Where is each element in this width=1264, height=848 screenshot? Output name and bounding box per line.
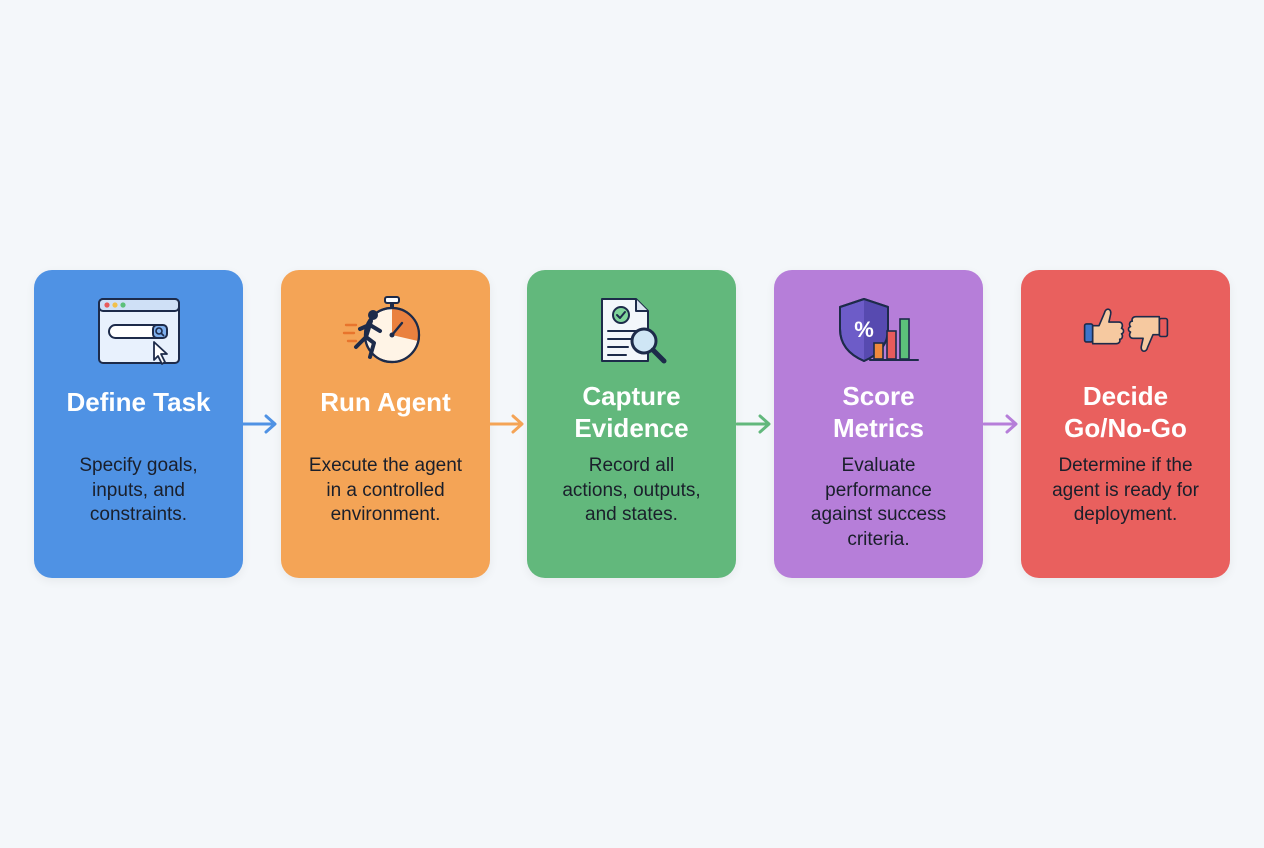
step-score-metrics: % Score Metrics Evaluate performance aga… (774, 270, 983, 578)
step-define-task: Define Task Specify goals, inputs, and c… (34, 270, 243, 578)
step-decide-go-no-go: Decide Go/No-Go Determine if the agent i… (1021, 270, 1230, 578)
step-title: Score Metrics (832, 381, 925, 443)
step-title: Run Agent (320, 387, 451, 417)
step-description: Execute the agent in a controlled enviro… (308, 455, 463, 525)
step-run-agent: Run Agent Execute the agent in a control… (281, 270, 490, 578)
browser-search-icon (94, 294, 184, 370)
svg-text:%: % (854, 317, 874, 342)
step-title: Define Task (66, 387, 211, 417)
document-magnifier-icon (587, 294, 677, 370)
step-description: Evaluate performance against success cri… (810, 455, 947, 550)
stopwatch-runner-icon (341, 294, 431, 370)
arrow-right-icon (735, 414, 771, 434)
step-title: Capture Evidence (574, 381, 689, 443)
step-description: Record all actions, outputs, and states. (562, 455, 701, 525)
step-description: Specify goals, inputs, and constraints. (79, 455, 198, 525)
arrow-right-icon (488, 414, 524, 434)
step-description: Determine if the agent is ready for depl… (1052, 455, 1199, 525)
arrow-right-icon (982, 414, 1018, 434)
step-title: Decide Go/No-Go (1064, 381, 1187, 443)
arrow-right-icon (241, 414, 277, 434)
shield-bar-chart-icon: % (834, 294, 924, 370)
step-capture-evidence: Capture Evidence Record all actions, out… (527, 270, 736, 578)
thumbs-up-down-icon (1081, 294, 1171, 370)
